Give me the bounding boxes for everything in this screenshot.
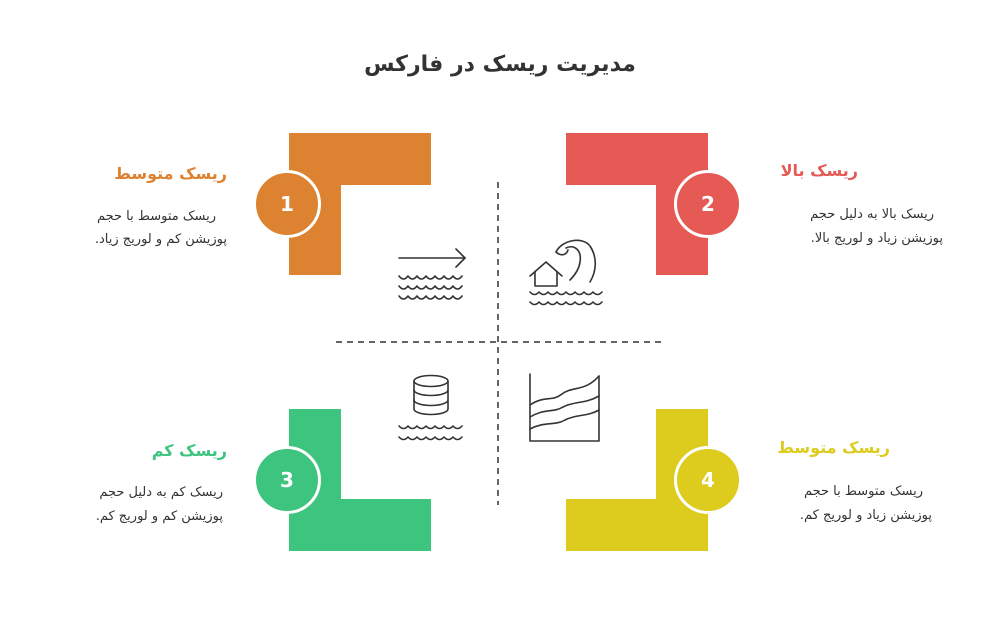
- green-l-shape: [289, 409, 431, 551]
- page-title: مدیریت ریسک در فارکس: [364, 52, 636, 77]
- heading-2: ریسک بالا: [780, 161, 858, 180]
- desc-1-line2: پوزیشن کم و لوریج زیاد.: [94, 232, 227, 247]
- badge-2: 2: [674, 170, 742, 238]
- heading-4: ریسک متوسط: [777, 438, 890, 457]
- desc-2-line1: ریسک بالا به دلیل حجم: [810, 207, 934, 222]
- orange-l-shape: [289, 133, 431, 275]
- desc-1-line1: ریسک متوسط با حجم: [96, 209, 216, 224]
- heading-3: ریسک کم: [151, 441, 227, 460]
- yellow-l-shape: [566, 409, 708, 551]
- waves-arrow-icon: [398, 248, 466, 300]
- badge-4: 4: [674, 446, 742, 514]
- desc-3-line1: ریسک کم به دلیل حجم: [99, 485, 223, 500]
- red-l-shape: [566, 133, 708, 275]
- desc-2-line2: پوزیشن زیاد و لوریج بالا.: [810, 231, 943, 246]
- desc-4-line2: پوزیشن زیاد و لوریج کم.: [799, 508, 932, 523]
- desc-4-line1: ریسک متوسط با حجم: [803, 484, 923, 499]
- area-chart-icon: [529, 373, 600, 442]
- badge-3: 3: [253, 446, 321, 514]
- heading-1: ریسک متوسط: [114, 164, 227, 183]
- database-waves-icon: [398, 374, 463, 441]
- tsunami-house-icon: [529, 239, 603, 306]
- badge-1: 1: [253, 170, 321, 238]
- desc-3-line2: پوزیشن کم و لوریج کم.: [95, 509, 223, 524]
